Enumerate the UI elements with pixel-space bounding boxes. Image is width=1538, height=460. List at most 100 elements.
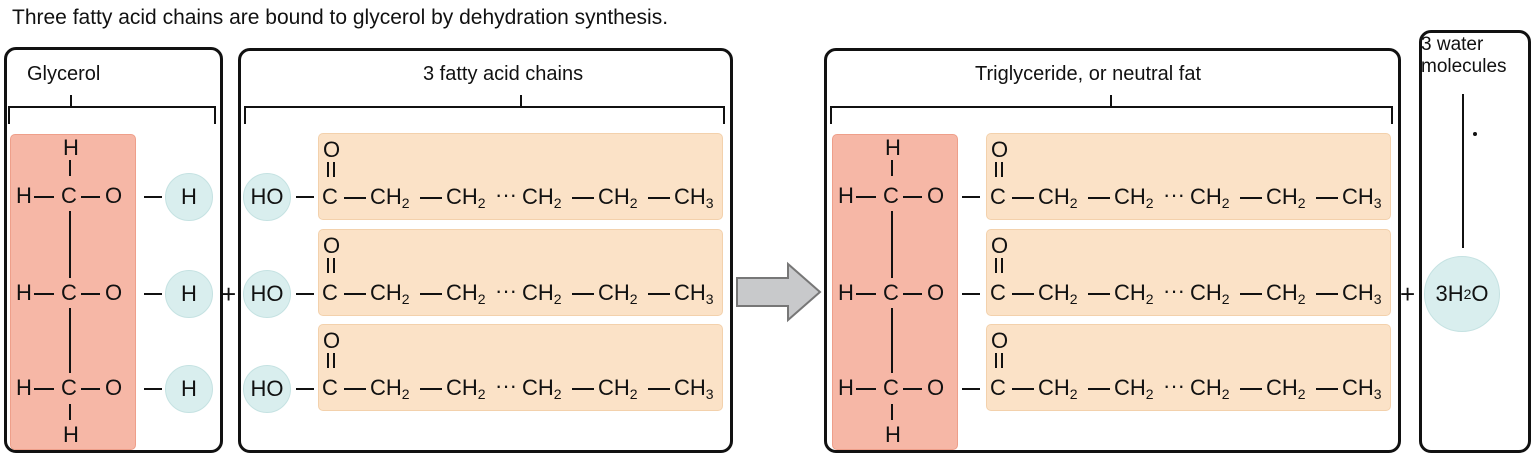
ester-bond <box>962 388 980 390</box>
ch2-group: CH2 <box>598 282 638 307</box>
bond-c-o <box>81 196 100 198</box>
group-main: CH <box>1114 375 1146 400</box>
water-dot <box>1473 132 1477 136</box>
glycerol-o-atom: O <box>105 375 123 400</box>
plus-sign-reactants: + <box>221 279 237 309</box>
fatty-acid-panel <box>318 229 723 316</box>
glycerol-o-atom: O <box>927 375 945 400</box>
group-subscript: 2 <box>553 386 562 402</box>
glycerol-o-atom: O <box>927 280 945 305</box>
group-main: CH <box>1190 280 1222 305</box>
fatty-acid-panel <box>318 133 723 220</box>
group-main: CH <box>674 184 706 209</box>
water-label-line1: 3 water <box>1421 34 1484 55</box>
bond-c-ch2 <box>344 293 366 295</box>
group-main: CH <box>598 184 630 209</box>
group-main: CH <box>1190 184 1222 209</box>
double-bond-line-2 <box>333 353 335 368</box>
bond-h-c <box>34 388 54 390</box>
ch3-group: CH3 <box>1342 280 1382 307</box>
bond-c-o <box>81 293 100 295</box>
bond-h-c <box>34 196 54 198</box>
ch2-group: CH2 <box>1114 186 1154 211</box>
water-formula-sub: 2 <box>1463 286 1472 302</box>
bond-c-top-h <box>69 160 71 176</box>
ch2-group: CH2 <box>522 375 562 402</box>
group-subscript: 2 <box>1069 195 1078 211</box>
group-subscript: 3 <box>705 291 714 307</box>
bond-o-h <box>144 196 162 198</box>
bond-chain <box>572 197 594 199</box>
double-bond-line-1 <box>995 162 997 177</box>
bond-c-c <box>69 308 71 373</box>
ch2-group: CH2 <box>370 280 410 307</box>
double-bond-line-1 <box>327 162 329 177</box>
bond-h-c <box>856 293 876 295</box>
carbonyl-o-atom: O <box>991 233 1009 258</box>
group-main: CH <box>1266 184 1298 209</box>
glycerol-label: Glycerol <box>27 63 101 85</box>
group-main: CH <box>370 280 402 305</box>
glycerol-o-atom: O <box>105 280 123 305</box>
group-main: CH <box>1342 375 1374 400</box>
glycerol-h-atom: H <box>838 375 854 400</box>
bond-chain <box>648 388 670 390</box>
glycerol-bottom-h: H <box>63 422 79 447</box>
group-subscript: 3 <box>1373 386 1382 402</box>
bond-chain <box>648 293 670 295</box>
glycerol-c-atom: C <box>61 375 77 400</box>
triglyceride-bracket-tick <box>1110 95 1112 107</box>
bond-h-c <box>34 293 54 295</box>
water-formula-suffix: O <box>1471 281 1489 306</box>
carbonyl-o-atom: O <box>323 137 341 162</box>
triglyceride-backbone-block <box>832 134 958 450</box>
ch2-group: CH2 <box>1038 184 1078 211</box>
glycerol-backbone-block <box>10 134 136 450</box>
double-bond-line-2 <box>333 162 335 177</box>
group-subscript: 2 <box>1221 291 1230 307</box>
group-subscript: 2 <box>477 386 486 402</box>
double-bond-line-1 <box>327 258 329 273</box>
carbonyl-c-atom: C <box>990 184 1006 209</box>
carbonyl-o-atom: O <box>323 233 341 258</box>
group-subscript: 2 <box>629 291 638 307</box>
bond-c-c <box>69 211 71 278</box>
group-main: CH <box>1038 184 1070 209</box>
group-main: CH <box>370 184 402 209</box>
group-main: CH <box>1342 280 1374 305</box>
ch2-group: CH2 <box>446 282 486 307</box>
glycerol-top-h: H <box>885 135 901 160</box>
bond-chain <box>1316 197 1338 199</box>
carbonyl-o-atom: O <box>991 328 1009 353</box>
ch2-group: CH2 <box>1114 375 1154 402</box>
group-subscript: 3 <box>1373 195 1382 211</box>
chain-ellipsis: ··· <box>1163 278 1185 303</box>
bond-chain <box>1088 388 1110 390</box>
bond-chain <box>420 388 442 390</box>
ch2-group: CH2 <box>1038 377 1078 402</box>
ch2-group: CH2 <box>598 184 638 211</box>
double-bond-line-1 <box>995 353 997 368</box>
hydroxyl-ho-circle: HO <box>243 365 291 413</box>
hydroxyl-h-circle: H <box>165 270 213 318</box>
double-bond-line-1 <box>995 258 997 273</box>
ester-bond <box>962 293 980 295</box>
group-main: CH <box>522 280 554 305</box>
figure-title: Three fatty acid chains are bound to gly… <box>12 6 669 29</box>
glycerol-c-atom: C <box>61 183 77 208</box>
glycerol-top-h: H <box>63 135 79 160</box>
bond-ho-c <box>296 388 314 390</box>
bond-chain <box>1088 197 1110 199</box>
group-main: CH <box>370 375 402 400</box>
group-subscript: 2 <box>477 291 486 307</box>
carbonyl-c-atom: C <box>990 375 1006 400</box>
ch3-group: CH3 <box>674 377 714 402</box>
group-main: CH <box>522 375 554 400</box>
reaction-arrow-shape <box>736 261 822 323</box>
group-main: CH <box>1038 280 1070 305</box>
double-bond-line-2 <box>1001 162 1003 177</box>
ch3-group: CH3 <box>1342 186 1382 211</box>
glycerol-h-atom: H <box>838 280 854 305</box>
group-main: CH <box>446 184 478 209</box>
